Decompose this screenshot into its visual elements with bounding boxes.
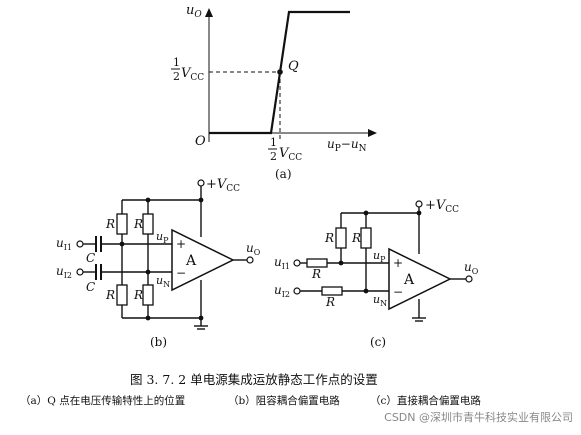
vcc-label-b: +VCC xyxy=(206,177,240,194)
svg-text:−: − xyxy=(176,266,186,280)
caption-b: (b) xyxy=(150,335,167,349)
svg-text:VCC: VCC xyxy=(181,66,204,83)
vcc-label-c: +VCC xyxy=(425,198,459,215)
svg-text:uO: uO xyxy=(464,260,479,276)
svg-text:uI2: uI2 xyxy=(274,283,290,299)
caption-a: (a) xyxy=(275,167,292,181)
svg-text:1: 1 xyxy=(270,136,277,149)
svg-text:uN: uN xyxy=(373,293,387,308)
resistor-c-top-left xyxy=(335,227,347,249)
y-axis-label: uO xyxy=(186,3,202,20)
svg-text:uO: uO xyxy=(246,241,261,257)
svg-text:uN: uN xyxy=(156,274,170,289)
input-i1-b xyxy=(76,240,84,248)
input-i2-b xyxy=(76,268,84,276)
x-axis-label: uP−uN xyxy=(327,137,367,154)
caption-c: (c) xyxy=(370,335,386,349)
y-half-vcc-label: 1 2 VCC xyxy=(171,56,204,83)
watermark: CSDN @深圳市青牛科技实业有限公司 xyxy=(384,411,573,424)
opamp-c xyxy=(388,247,452,311)
subcaption-b: （b）阻容耦合偏置电路 xyxy=(228,394,340,407)
svg-text:R: R xyxy=(324,231,334,245)
svg-text:uP: uP xyxy=(156,230,169,245)
input-i1-c xyxy=(293,259,301,267)
svg-text:uI1: uI1 xyxy=(56,236,72,252)
resistor-b-top-right xyxy=(142,213,154,235)
svg-text:R: R xyxy=(351,231,361,245)
svg-text:A: A xyxy=(185,253,197,269)
svg-text:A: A xyxy=(403,272,415,288)
figure-title: 图 3. 7. 2 单电源集成运放静态工作点的设置 xyxy=(130,372,378,387)
resistor-c-input-1 xyxy=(306,258,328,268)
vcc-terminal-b xyxy=(197,179,205,187)
output-c xyxy=(465,275,473,283)
svg-text:R: R xyxy=(311,267,321,281)
svg-text:+: + xyxy=(176,237,186,251)
resistor-c-top-right xyxy=(360,227,372,249)
svg-text:C: C xyxy=(86,280,95,294)
opamp-b xyxy=(171,228,235,292)
svg-text:R: R xyxy=(105,217,115,231)
svg-text:uI1: uI1 xyxy=(274,255,290,271)
subcaption-a: （a）Q 点在电压传输特性上的位置 xyxy=(20,394,185,407)
circuit-b: +VCC R R uI1 uI2 C C R R xyxy=(56,177,261,349)
svg-text:+: + xyxy=(393,256,403,270)
origin-label: O xyxy=(195,134,206,149)
y-axis-arrow xyxy=(205,8,213,17)
svg-text:VCC: VCC xyxy=(279,146,302,163)
q-point-dot xyxy=(277,69,283,75)
svg-text:R: R xyxy=(325,295,335,309)
graph-a: uO O Q 1 2 VCC 1 2 VCC uP−uN (a) xyxy=(171,3,377,181)
x-axis-arrow xyxy=(368,129,377,137)
svg-text:uI2: uI2 xyxy=(56,264,72,280)
subcaption-c: （c）直接耦合偏置电路 xyxy=(370,394,481,407)
output-b xyxy=(246,256,254,264)
resistor-b-bottom-right xyxy=(142,284,154,306)
svg-text:R: R xyxy=(105,288,115,302)
resistor-c-input-2 xyxy=(321,286,343,296)
input-i2-c xyxy=(293,287,301,295)
svg-text:C: C xyxy=(86,251,95,265)
svg-text:2: 2 xyxy=(173,70,180,83)
svg-text:2: 2 xyxy=(270,150,277,163)
resistor-b-bottom-left xyxy=(116,284,128,306)
svg-text:−: − xyxy=(393,285,403,299)
vcc-terminal-c xyxy=(415,200,423,208)
circuit-c: +VCC R R uI1 uI2 R R + − A uP uN xyxy=(274,198,479,349)
svg-text:1: 1 xyxy=(173,56,180,69)
q-point-label: Q xyxy=(288,59,299,74)
svg-text:uP: uP xyxy=(373,249,386,264)
x-half-vcc-label: 1 2 VCC xyxy=(268,136,302,163)
svg-text:R: R xyxy=(133,217,143,231)
resistor-b-top-left xyxy=(116,213,128,235)
svg-text:R: R xyxy=(133,288,143,302)
